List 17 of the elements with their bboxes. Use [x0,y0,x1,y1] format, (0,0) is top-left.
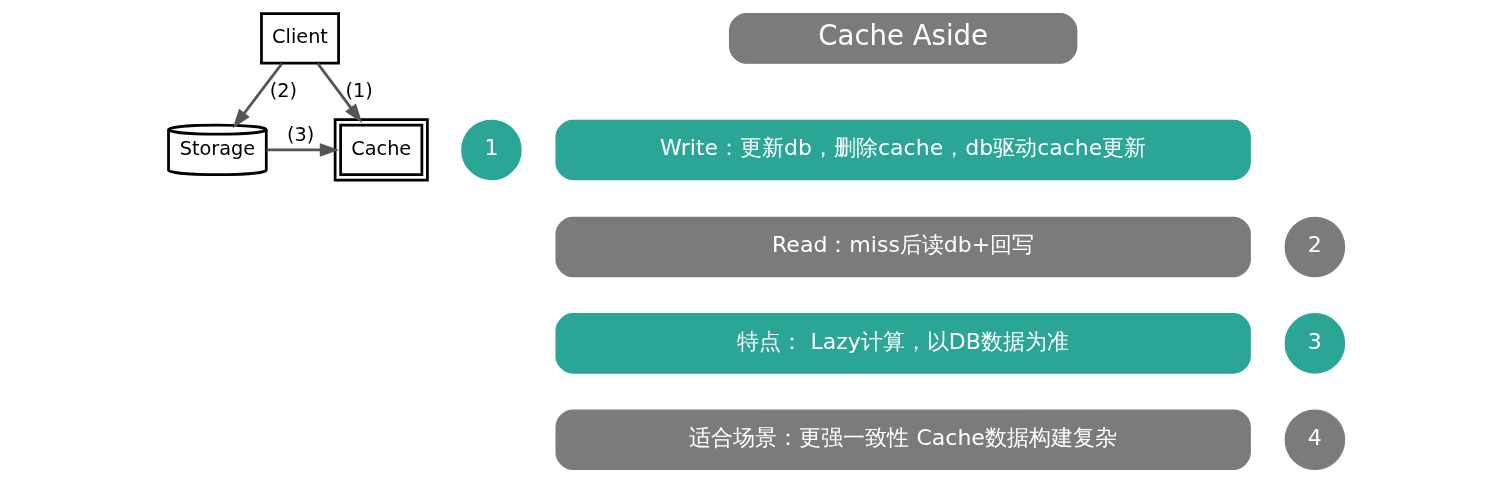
node-circle: 4 [1284,409,1345,471]
arrow [266,143,339,157]
arrow [316,62,362,123]
node-box: Cache Aside [728,12,1077,64]
node-box: Read：miss后读db+回写 [554,216,1251,278]
node-box: Write：更新db，删除cache，db驱动cache更新 [554,119,1251,181]
node-box: 适合场景：更强一致性 Cache数据构建复杂 [554,409,1251,471]
node-box: 特点： Lazy计算，以DB数据为准 [554,313,1251,374]
edge-label: (1) [345,78,373,102]
node-circle: 1 [460,119,522,181]
node-box: Client [259,12,340,65]
node-box: Cache [333,118,429,182]
edge-label: (2) [269,78,297,102]
node-circle: 3 [1284,313,1345,374]
edge-label: (3) [286,122,314,146]
node-circle: 2 [1284,216,1345,278]
arrow [232,62,283,129]
